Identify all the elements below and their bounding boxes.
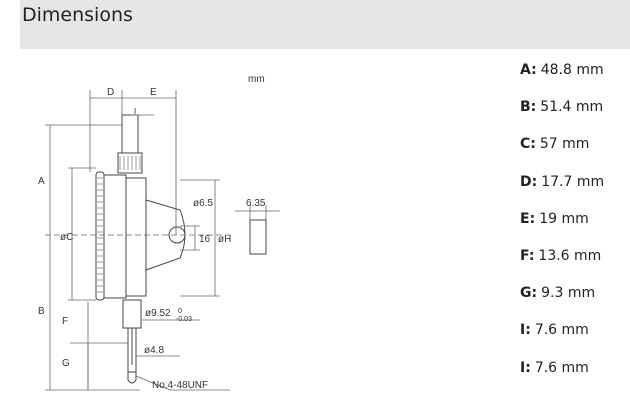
- section-header: Dimensions: [20, 0, 630, 49]
- top-stem: [121, 114, 139, 154]
- body-outline: [103, 174, 127, 299]
- stem-tol-upper: 0: [178, 308, 182, 315]
- contact-point: [127, 372, 137, 384]
- dim-H: øH: [218, 234, 231, 245]
- bottom-stem: [122, 299, 142, 329]
- spindle: [127, 327, 137, 373]
- spec-row-G: G:9.3 mm: [520, 285, 596, 302]
- spec-row-E: E:19 mm: [520, 210, 589, 227]
- dim-B: B: [38, 306, 45, 317]
- lug-width-label: 16: [199, 234, 211, 245]
- spec-list: A:48.8 mm B:51.4 mm C:57 mm D:17.7 mm E:…: [520, 62, 630, 397]
- dim-I: I: [134, 107, 136, 116]
- lug-hole-label: ø6.5: [193, 198, 213, 209]
- section-title: Dimensions: [22, 4, 133, 26]
- dim-E: E: [150, 87, 157, 98]
- spec-row-B: B:51.4 mm: [520, 99, 604, 116]
- dim-F: F: [62, 316, 68, 327]
- dim-C: øC: [60, 232, 73, 243]
- spec-row-C: C:57 mm: [520, 136, 590, 153]
- dimension-drawing: mm D E I A øC B F G øH ø6.5 16 6.35 ø9.5…: [38, 74, 280, 391]
- bezel-outline: [95, 171, 105, 301]
- stem-label: ø9.52: [145, 308, 171, 319]
- spindle-label: ø4.8: [144, 345, 164, 356]
- lug-thickness-block: [249, 219, 267, 255]
- dim-G: G: [62, 358, 70, 369]
- spec-row-I: I:7.6 mm: [520, 322, 589, 339]
- spec-row-I-2: I:7.6 mm: [520, 359, 589, 376]
- spec-row-D: D:17.7 mm: [520, 173, 605, 190]
- lug-thickness-label: 6.35: [246, 198, 266, 209]
- spec-row-F: F:13.6 mm: [520, 247, 602, 264]
- dim-A: A: [38, 176, 45, 187]
- unit-label: mm: [248, 74, 265, 85]
- stem-tol-lower: -0.03: [176, 316, 192, 323]
- thread-label: No.4-48UNF: [152, 380, 208, 391]
- top-cap: [117, 152, 143, 174]
- dim-D: D: [107, 87, 114, 98]
- spec-row-A: A:48.8 mm: [520, 62, 604, 78]
